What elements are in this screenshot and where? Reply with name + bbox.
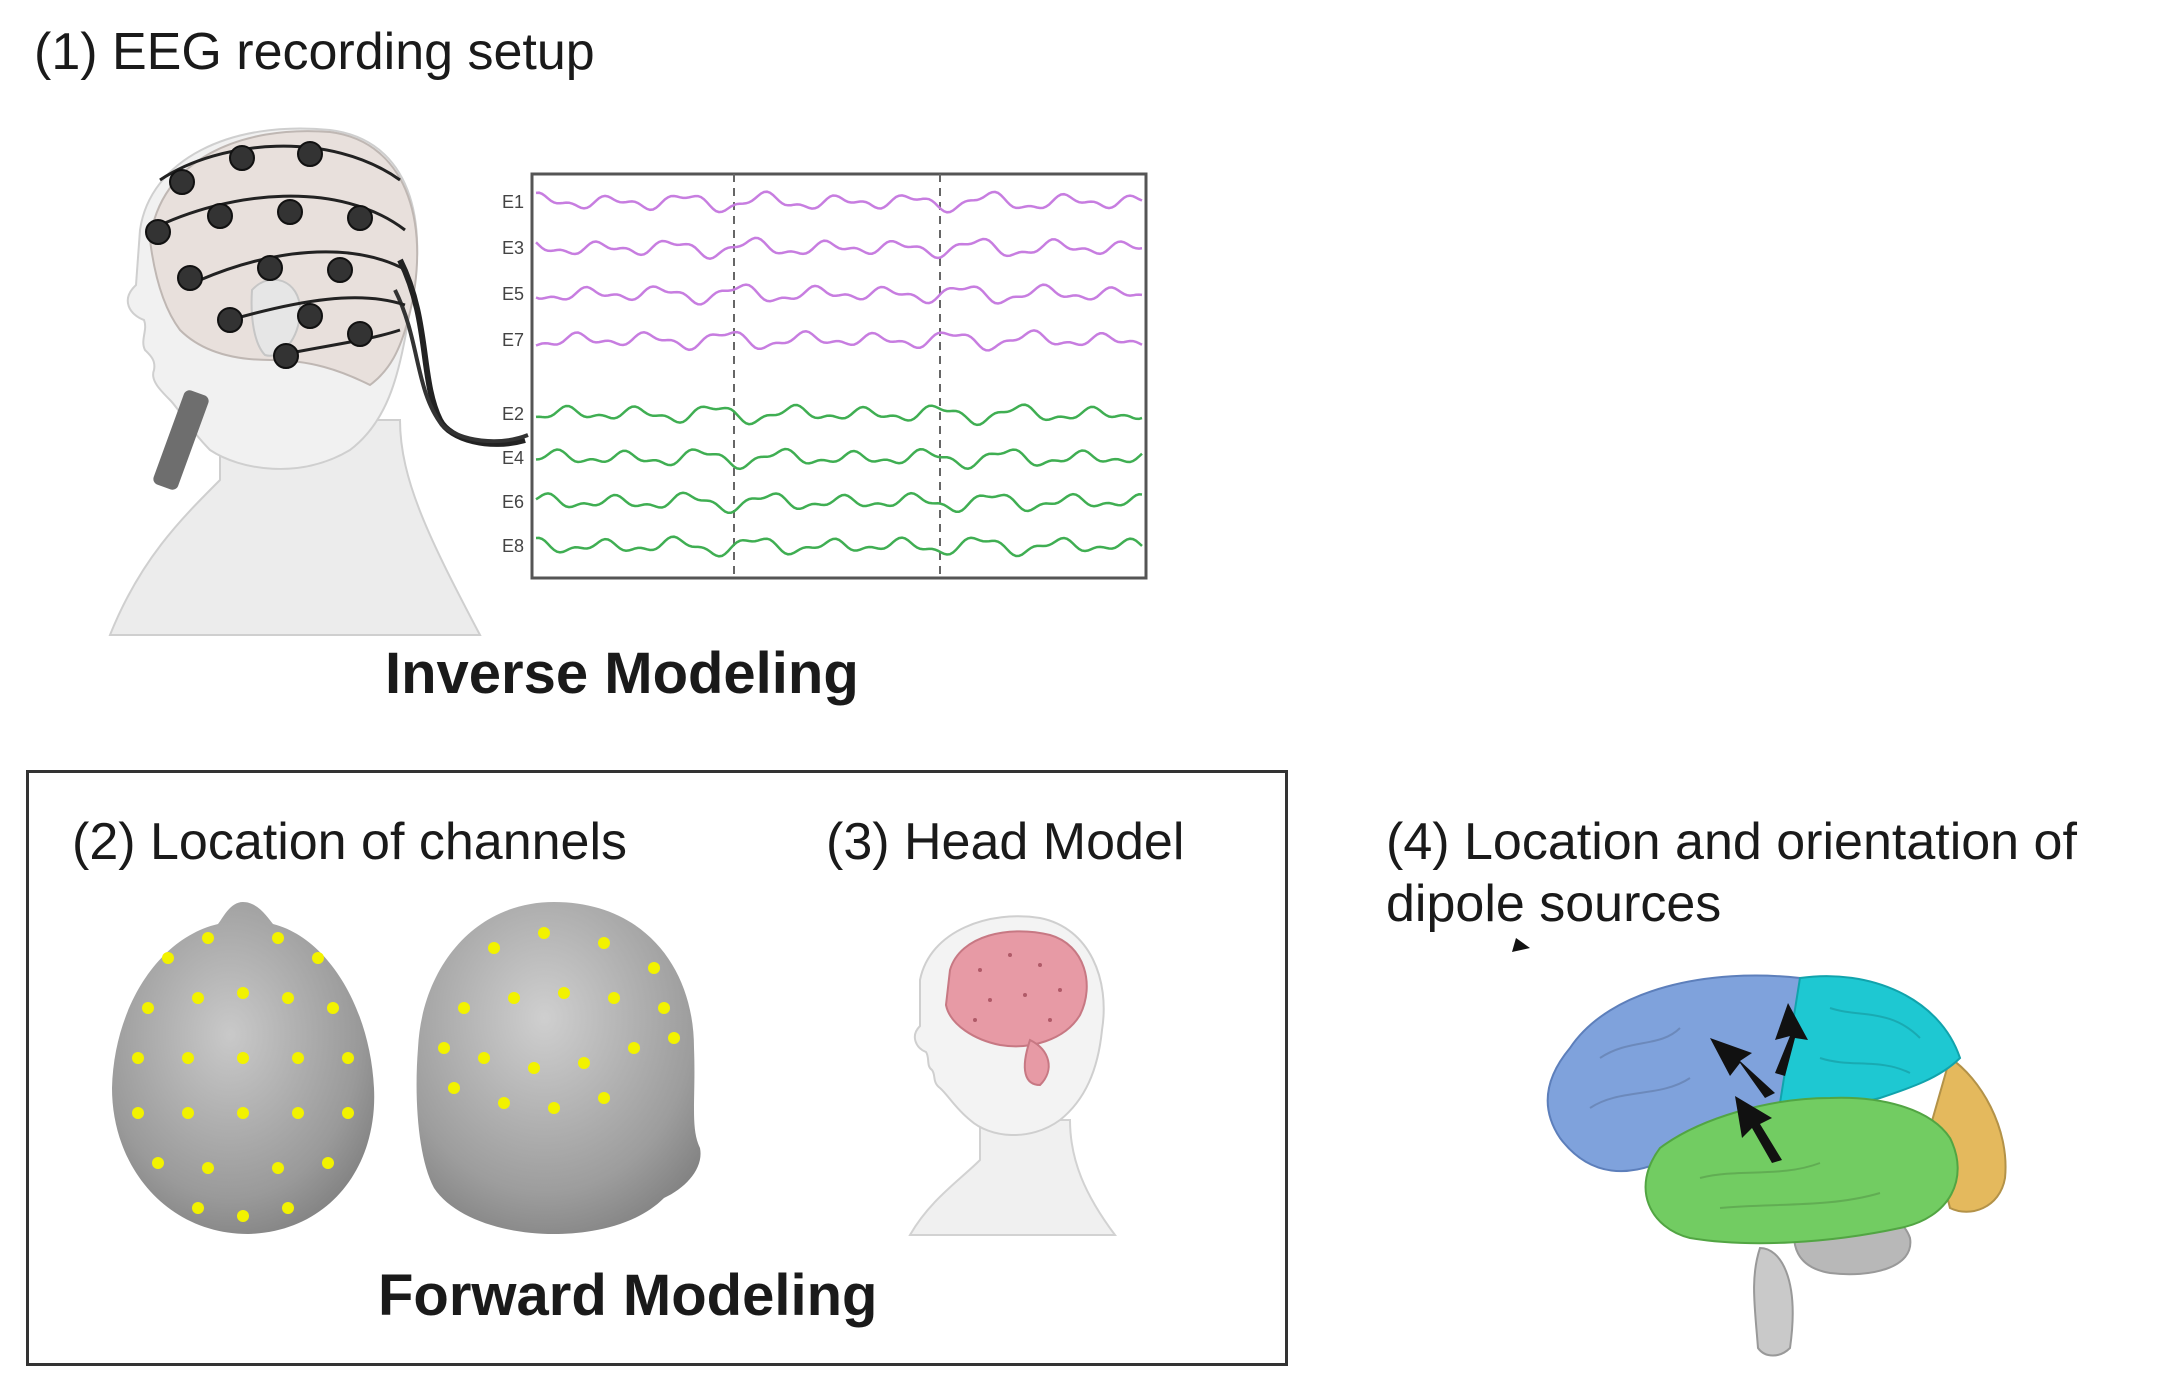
electrode-dot (132, 1052, 144, 1064)
eeg-channel-label: E3 (502, 238, 524, 258)
eeg-channel-label: E5 (502, 284, 524, 304)
electrode-dot (498, 1097, 510, 1109)
electrode-dot (508, 992, 520, 1004)
eeg-channel-label: E8 (502, 536, 524, 556)
electrode-dot (142, 1002, 154, 1014)
eeg-trace-e6 (535, 491, 1143, 515)
electrode-dot (237, 1052, 249, 1064)
electrode-dot (598, 937, 610, 949)
eeg-channel-label: E1 (502, 192, 524, 212)
electrode-dot (192, 992, 204, 1004)
step4-title-line2: dipole sources (1386, 875, 1722, 933)
electrode-dot (608, 992, 620, 1004)
step4-title-line1: (4) Location and orientation of (1386, 813, 2077, 871)
forward-modeling-box (26, 770, 1288, 1366)
electrode-dot (598, 1092, 610, 1104)
dipole-brain-illustration (1512, 938, 2007, 1357)
electrode-dot (192, 1202, 204, 1214)
electrode-dot (272, 1162, 284, 1174)
step1-title: (1) EEG recording setup (34, 23, 595, 81)
step3-title: (3) Head Model (826, 813, 1185, 871)
electrode-dot (558, 987, 570, 999)
electrode-dot (282, 992, 294, 1004)
eeg-trace-e2 (535, 403, 1143, 427)
electrode-dot (342, 1052, 354, 1064)
electrode-dot (237, 987, 249, 999)
eeg-channel-label: E2 (502, 404, 524, 424)
electrode-dot (202, 932, 214, 944)
electrode-dot (648, 962, 660, 974)
eeg-trace-e5 (535, 283, 1143, 306)
electrode-dot (668, 1032, 680, 1044)
electrode-dot (322, 1157, 334, 1169)
eeg-trace-e8 (535, 535, 1143, 558)
electrode-dot (448, 1082, 460, 1094)
electrode-dot (282, 1202, 294, 1214)
electrode-dot (528, 1062, 540, 1074)
eeg-channel-label: E7 (502, 330, 524, 350)
electrode-dot (182, 1052, 194, 1064)
electrode-dot (312, 952, 324, 964)
eeg-channel-label: E4 (502, 448, 524, 468)
head-model-illustration (908, 915, 1117, 1236)
electrode-dot (628, 1042, 640, 1054)
inverse-modeling-label: Inverse Modeling (385, 641, 859, 706)
electrode-dot (458, 1002, 470, 1014)
eeg-trace-e7 (535, 329, 1143, 352)
electrode-dot (237, 1107, 249, 1119)
electrode-dot (202, 1162, 214, 1174)
channel-location-head-top (112, 902, 375, 1234)
channel-location-head-back (416, 902, 701, 1234)
electrode-dot (132, 1107, 144, 1119)
electrode-dot (538, 927, 550, 939)
eeg-trace-e4 (535, 447, 1143, 471)
electrode-dot (152, 1157, 164, 1169)
electrode-dot (658, 1002, 670, 1014)
electrode-dot (292, 1107, 304, 1119)
electrode-dot (272, 932, 284, 944)
electrode-dot (182, 1107, 194, 1119)
electrode-dot (478, 1052, 490, 1064)
electrode-dot (488, 942, 500, 954)
eeg-channel-label: E6 (502, 492, 524, 512)
electrode-dot (438, 1042, 450, 1054)
electrode-dot (342, 1107, 354, 1119)
eeg-trace-e1 (535, 190, 1143, 214)
electrode-dot (292, 1052, 304, 1064)
step2-title: (2) Location of channels (72, 813, 628, 871)
eeg-trace-e3 (535, 236, 1143, 260)
electrode-dot (237, 1210, 249, 1222)
eeg-cap-head-illustration (108, 127, 529, 636)
electrode-dot (548, 1102, 560, 1114)
electrode-dot (578, 1057, 590, 1069)
electrode-dot (327, 1002, 339, 1014)
forward-modeling-label: Forward Modeling (378, 1263, 878, 1328)
electrode-dot (162, 952, 174, 964)
